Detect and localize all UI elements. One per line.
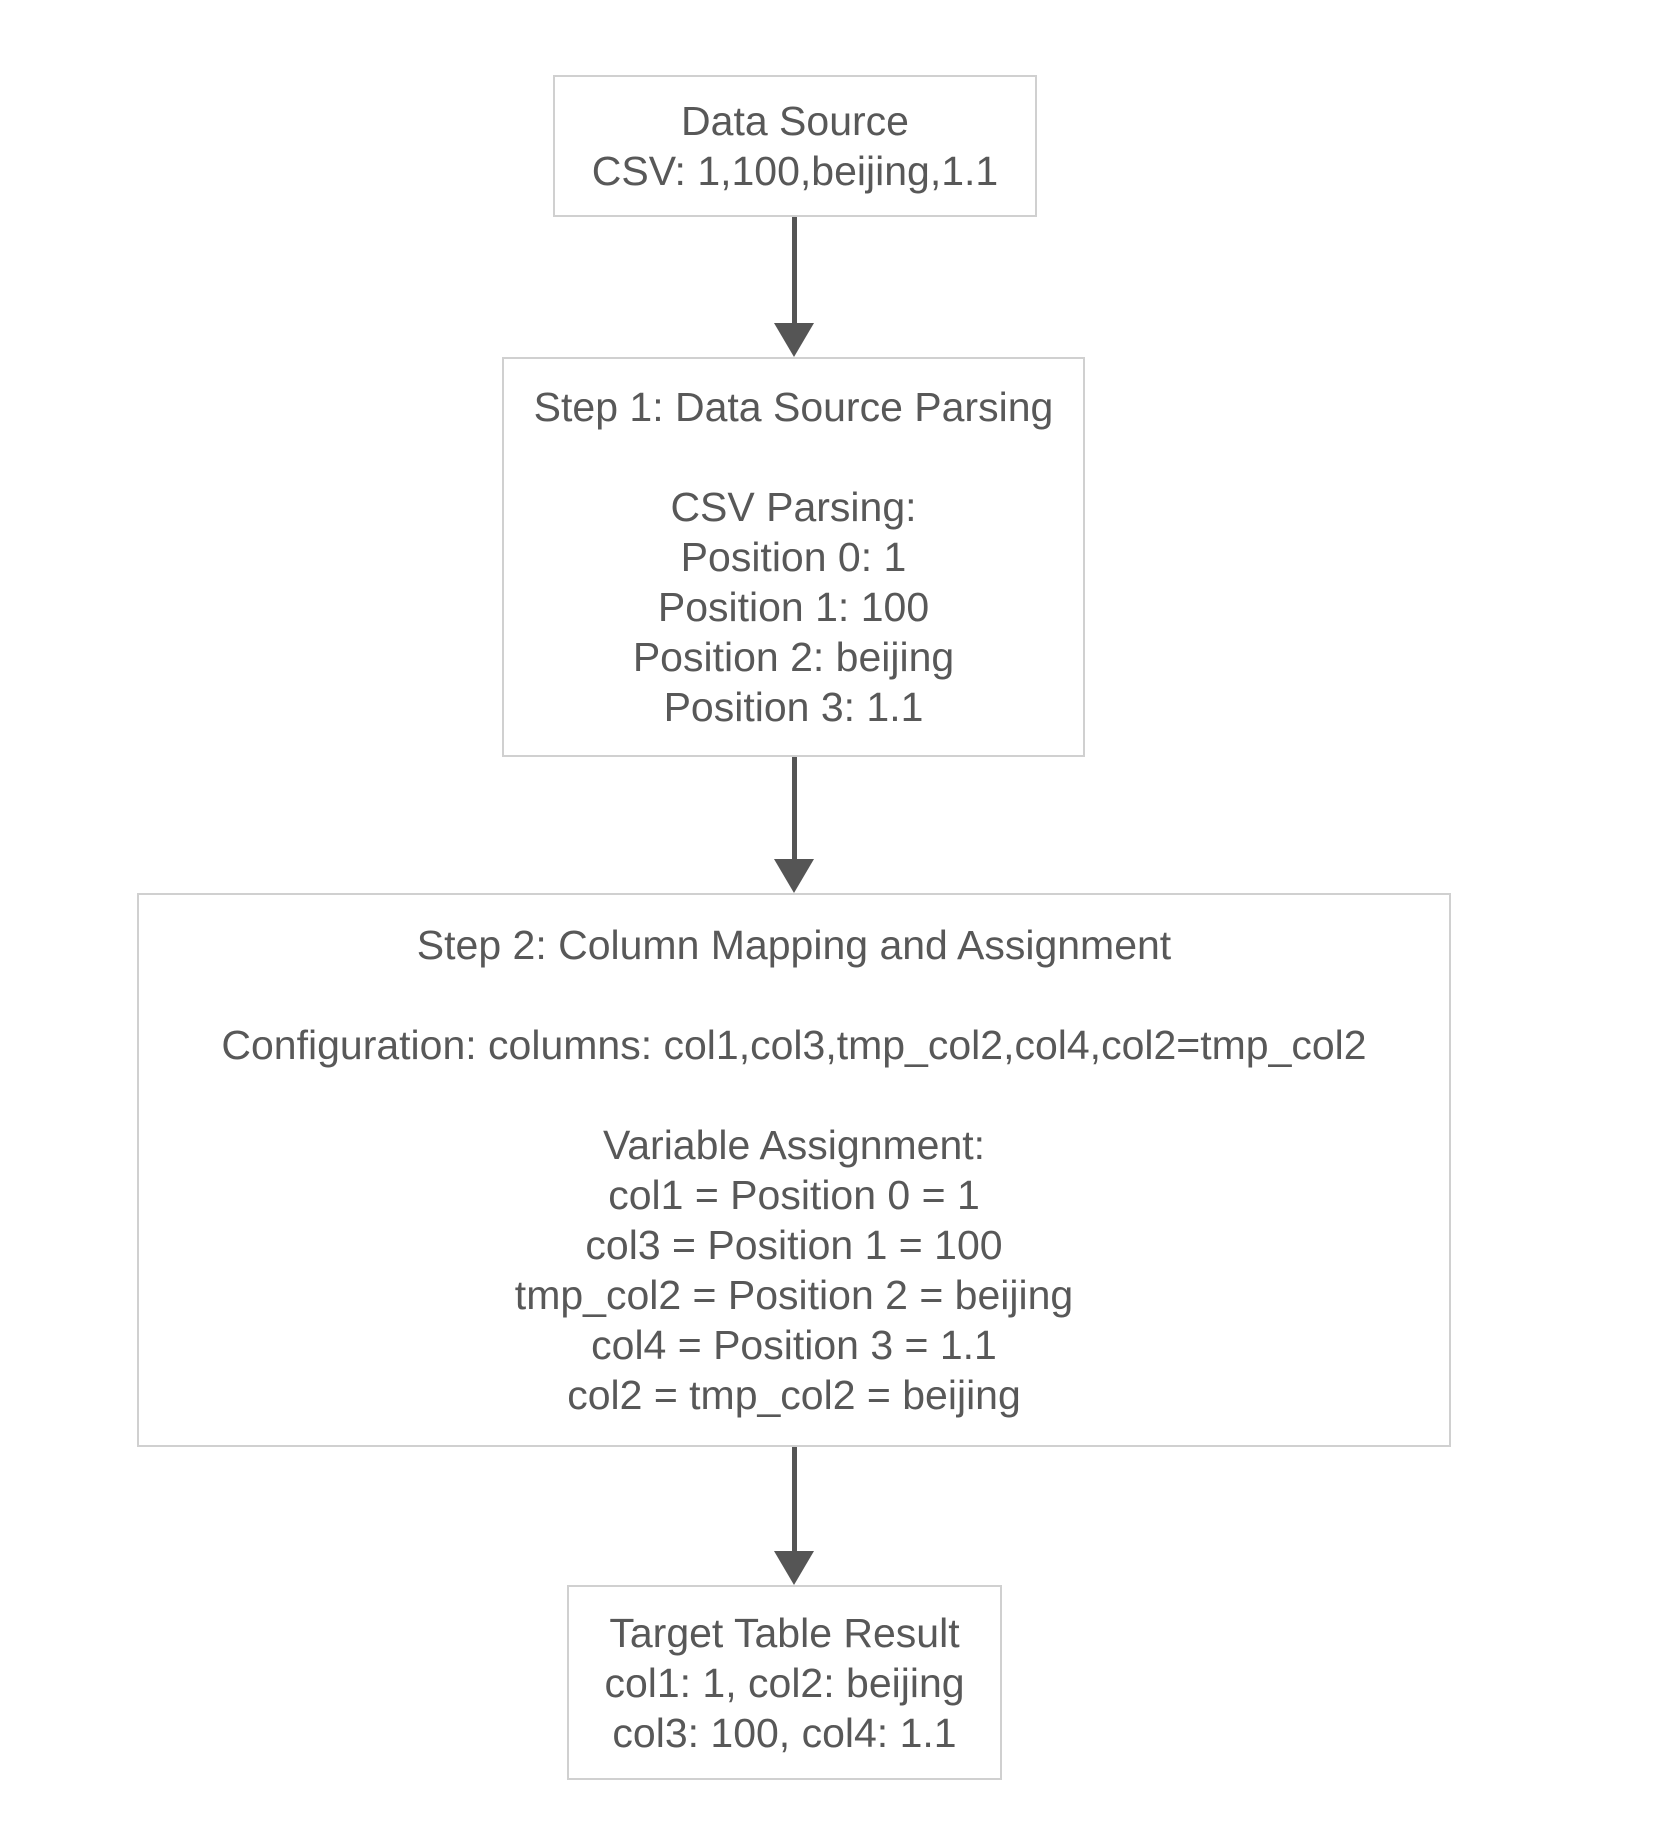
node-step2-mapping: Step 2: Column Mapping and Assignment Co…: [137, 893, 1451, 1447]
arrowhead-down-icon: [774, 323, 814, 357]
arrowhead-down-icon: [774, 859, 814, 893]
node-title-line: Target Table Result: [609, 1609, 960, 1656]
node-text-line: Variable Assignment:: [602, 1122, 986, 1168]
node-text-line: CSV Parsing:: [670, 484, 917, 530]
flow-arrow-1: [774, 217, 814, 357]
flow-arrow-2: [774, 757, 814, 893]
node-text-line: Configuration: columns: col1,col3,tmp_co…: [221, 1022, 1367, 1068]
node-step1-parsing: Step 1: Data Source Parsing CSV Parsing:…: [502, 357, 1085, 757]
node-text-line: Position 3: 1.1: [663, 684, 924, 730]
node-target-result: Target Table Result col1: 1, col2: beiji…: [567, 1585, 1002, 1780]
node-text-line: Position 0: 1: [680, 534, 907, 580]
arrow-shaft: [791, 217, 797, 323]
node-text-line: Position 2: beijing: [632, 634, 955, 680]
arrow-shaft: [791, 757, 797, 859]
node-text-line: col3: 100, col4: 1.1: [612, 1709, 957, 1756]
node-data-source: Data Source CSV: 1,100,beijing,1.1: [553, 75, 1037, 217]
node-text-line: tmp_col2 = Position 2 = beijing: [514, 1272, 1074, 1318]
node-text-line: col1: 1, col2: beijing: [604, 1659, 965, 1706]
node-text-line: col2 = tmp_col2 = beijing: [567, 1372, 1021, 1418]
node-title-line: Step 2: Column Mapping and Assignment: [416, 922, 1172, 968]
node-text-line: Data Source: [681, 98, 909, 144]
node-title-line: Step 1: Data Source Parsing: [533, 384, 1054, 430]
node-text-line: col4 = Position 3 = 1.1: [591, 1322, 997, 1368]
arrowhead-down-icon: [774, 1551, 814, 1585]
flow-arrow-3: [774, 1447, 814, 1585]
node-text-line: col1 = Position 0 = 1: [608, 1172, 980, 1218]
arrow-shaft: [791, 1447, 797, 1551]
node-text-line: col3 = Position 1 = 100: [585, 1222, 1003, 1268]
node-text-line: CSV: 1,100,beijing,1.1: [591, 148, 999, 194]
node-text-line: Position 1: 100: [657, 584, 930, 630]
